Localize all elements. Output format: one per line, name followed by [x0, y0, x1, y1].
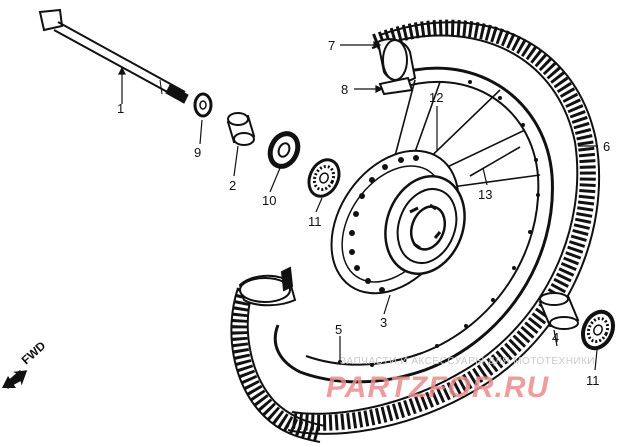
fwd-label: FWD	[19, 338, 49, 367]
callout-7: 7	[328, 38, 335, 53]
tire	[230, 19, 601, 443]
inner-tube-lower	[238, 266, 297, 307]
inner-tube	[376, 38, 417, 83]
callout-13: 13	[478, 187, 492, 202]
callout-4: 4	[552, 330, 559, 345]
callout-1: 1	[117, 101, 124, 116]
rim	[273, 66, 554, 384]
bearing-left	[307, 158, 341, 198]
callout-3: 3	[380, 315, 387, 330]
washer	[193, 92, 213, 118]
callout-2: 2	[229, 178, 236, 193]
callout-8: 8	[341, 82, 348, 97]
callout-9: 9	[194, 145, 201, 160]
rim-band	[378, 76, 414, 96]
callout-12: 12	[429, 90, 443, 105]
forward-arrow-icon	[2, 370, 28, 389]
collar-right	[538, 292, 580, 330]
callout-11-right: 11	[586, 373, 600, 388]
leader-lines	[118, 41, 598, 371]
bearing-right	[580, 309, 616, 351]
callout-6: 6	[603, 139, 610, 154]
axle	[38, 8, 189, 104]
dust-seal	[267, 131, 301, 169]
collar	[226, 112, 256, 146]
callout-10: 10	[262, 193, 276, 208]
callout-11-left: 11	[308, 214, 322, 229]
watermark-brand: PARTZFOR.RU	[326, 371, 550, 404]
watermark-tagline: ЗАПЧАСТИ И АКСЕССУАРЫ ДЛЯ МОТОТЕХНИКИ	[340, 356, 595, 367]
callout-5: 5	[335, 322, 342, 337]
wheel-hub	[330, 149, 466, 295]
